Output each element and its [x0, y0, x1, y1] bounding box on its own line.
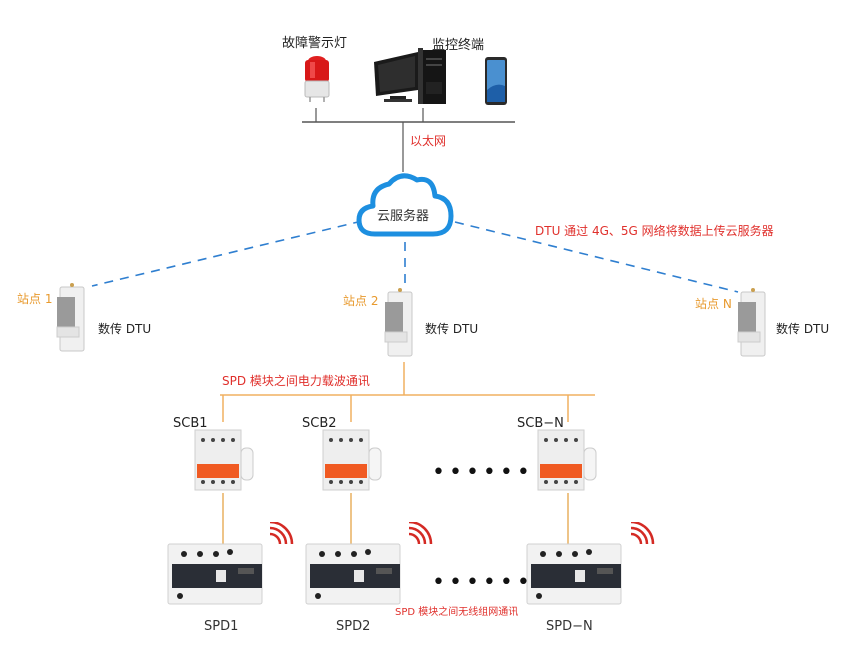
spd-module-icon: [167, 543, 263, 605]
spd-module-icon: [526, 543, 622, 605]
dtu-device-icon: [384, 288, 413, 357]
spd-module-icon: [305, 543, 401, 605]
alarm-light-icon: [304, 56, 330, 102]
wireless-signal-icon: [630, 522, 655, 545]
station-2-device: 数传 DTU: [425, 322, 479, 336]
ethernet-label: 以太网: [410, 134, 447, 148]
station-1-device: 数传 DTU: [98, 322, 152, 336]
upload-note: DTU 通过 4G、5G 网络将数据上传云服务器: [535, 224, 774, 238]
plc-note: SPD 模块之间电力载波通讯: [222, 374, 370, 388]
spd2-label: SPD2: [336, 619, 371, 634]
circuit-breaker-icon: [322, 429, 382, 491]
breaker-ellipsis: ••••••: [432, 460, 534, 485]
monitor-terminal-label: 监控终端: [432, 38, 485, 53]
scb2-label: SCB2: [302, 416, 337, 431]
wireless-signal-icon: [408, 522, 433, 545]
station-n-device: 数传 DTU: [776, 322, 830, 336]
link-station-1: [91, 220, 363, 287]
wireless-signal-icon: [269, 522, 294, 545]
desktop-computer-icon: [374, 48, 446, 104]
alarm-light-label: 故障警示灯: [282, 36, 348, 51]
mobile-phone-icon: [485, 57, 507, 105]
spd1-label: SPD1: [204, 619, 239, 634]
circuit-breaker-icon: [537, 429, 597, 491]
station-n-label: 站点 N: [695, 297, 732, 311]
wireless-note: SPD 模块之间无线组网通讯: [395, 607, 519, 618]
cloud-icon: [356, 173, 454, 237]
link-station-n: [454, 221, 739, 293]
circuit-breaker-icon: [194, 429, 254, 491]
dtu-device-icon: [56, 283, 85, 352]
station-1-label: 站点 1: [17, 292, 53, 306]
cloud-server-label: 云服务器: [377, 209, 430, 224]
station-2-label: 站点 2: [343, 294, 379, 308]
spdn-label: SPD−N: [546, 619, 593, 634]
dtu-device-icon: [737, 288, 766, 357]
scbn-label: SCB−N: [517, 416, 564, 431]
scb1-label: SCB1: [173, 416, 208, 431]
spd-ellipsis: ••••••: [432, 570, 534, 595]
